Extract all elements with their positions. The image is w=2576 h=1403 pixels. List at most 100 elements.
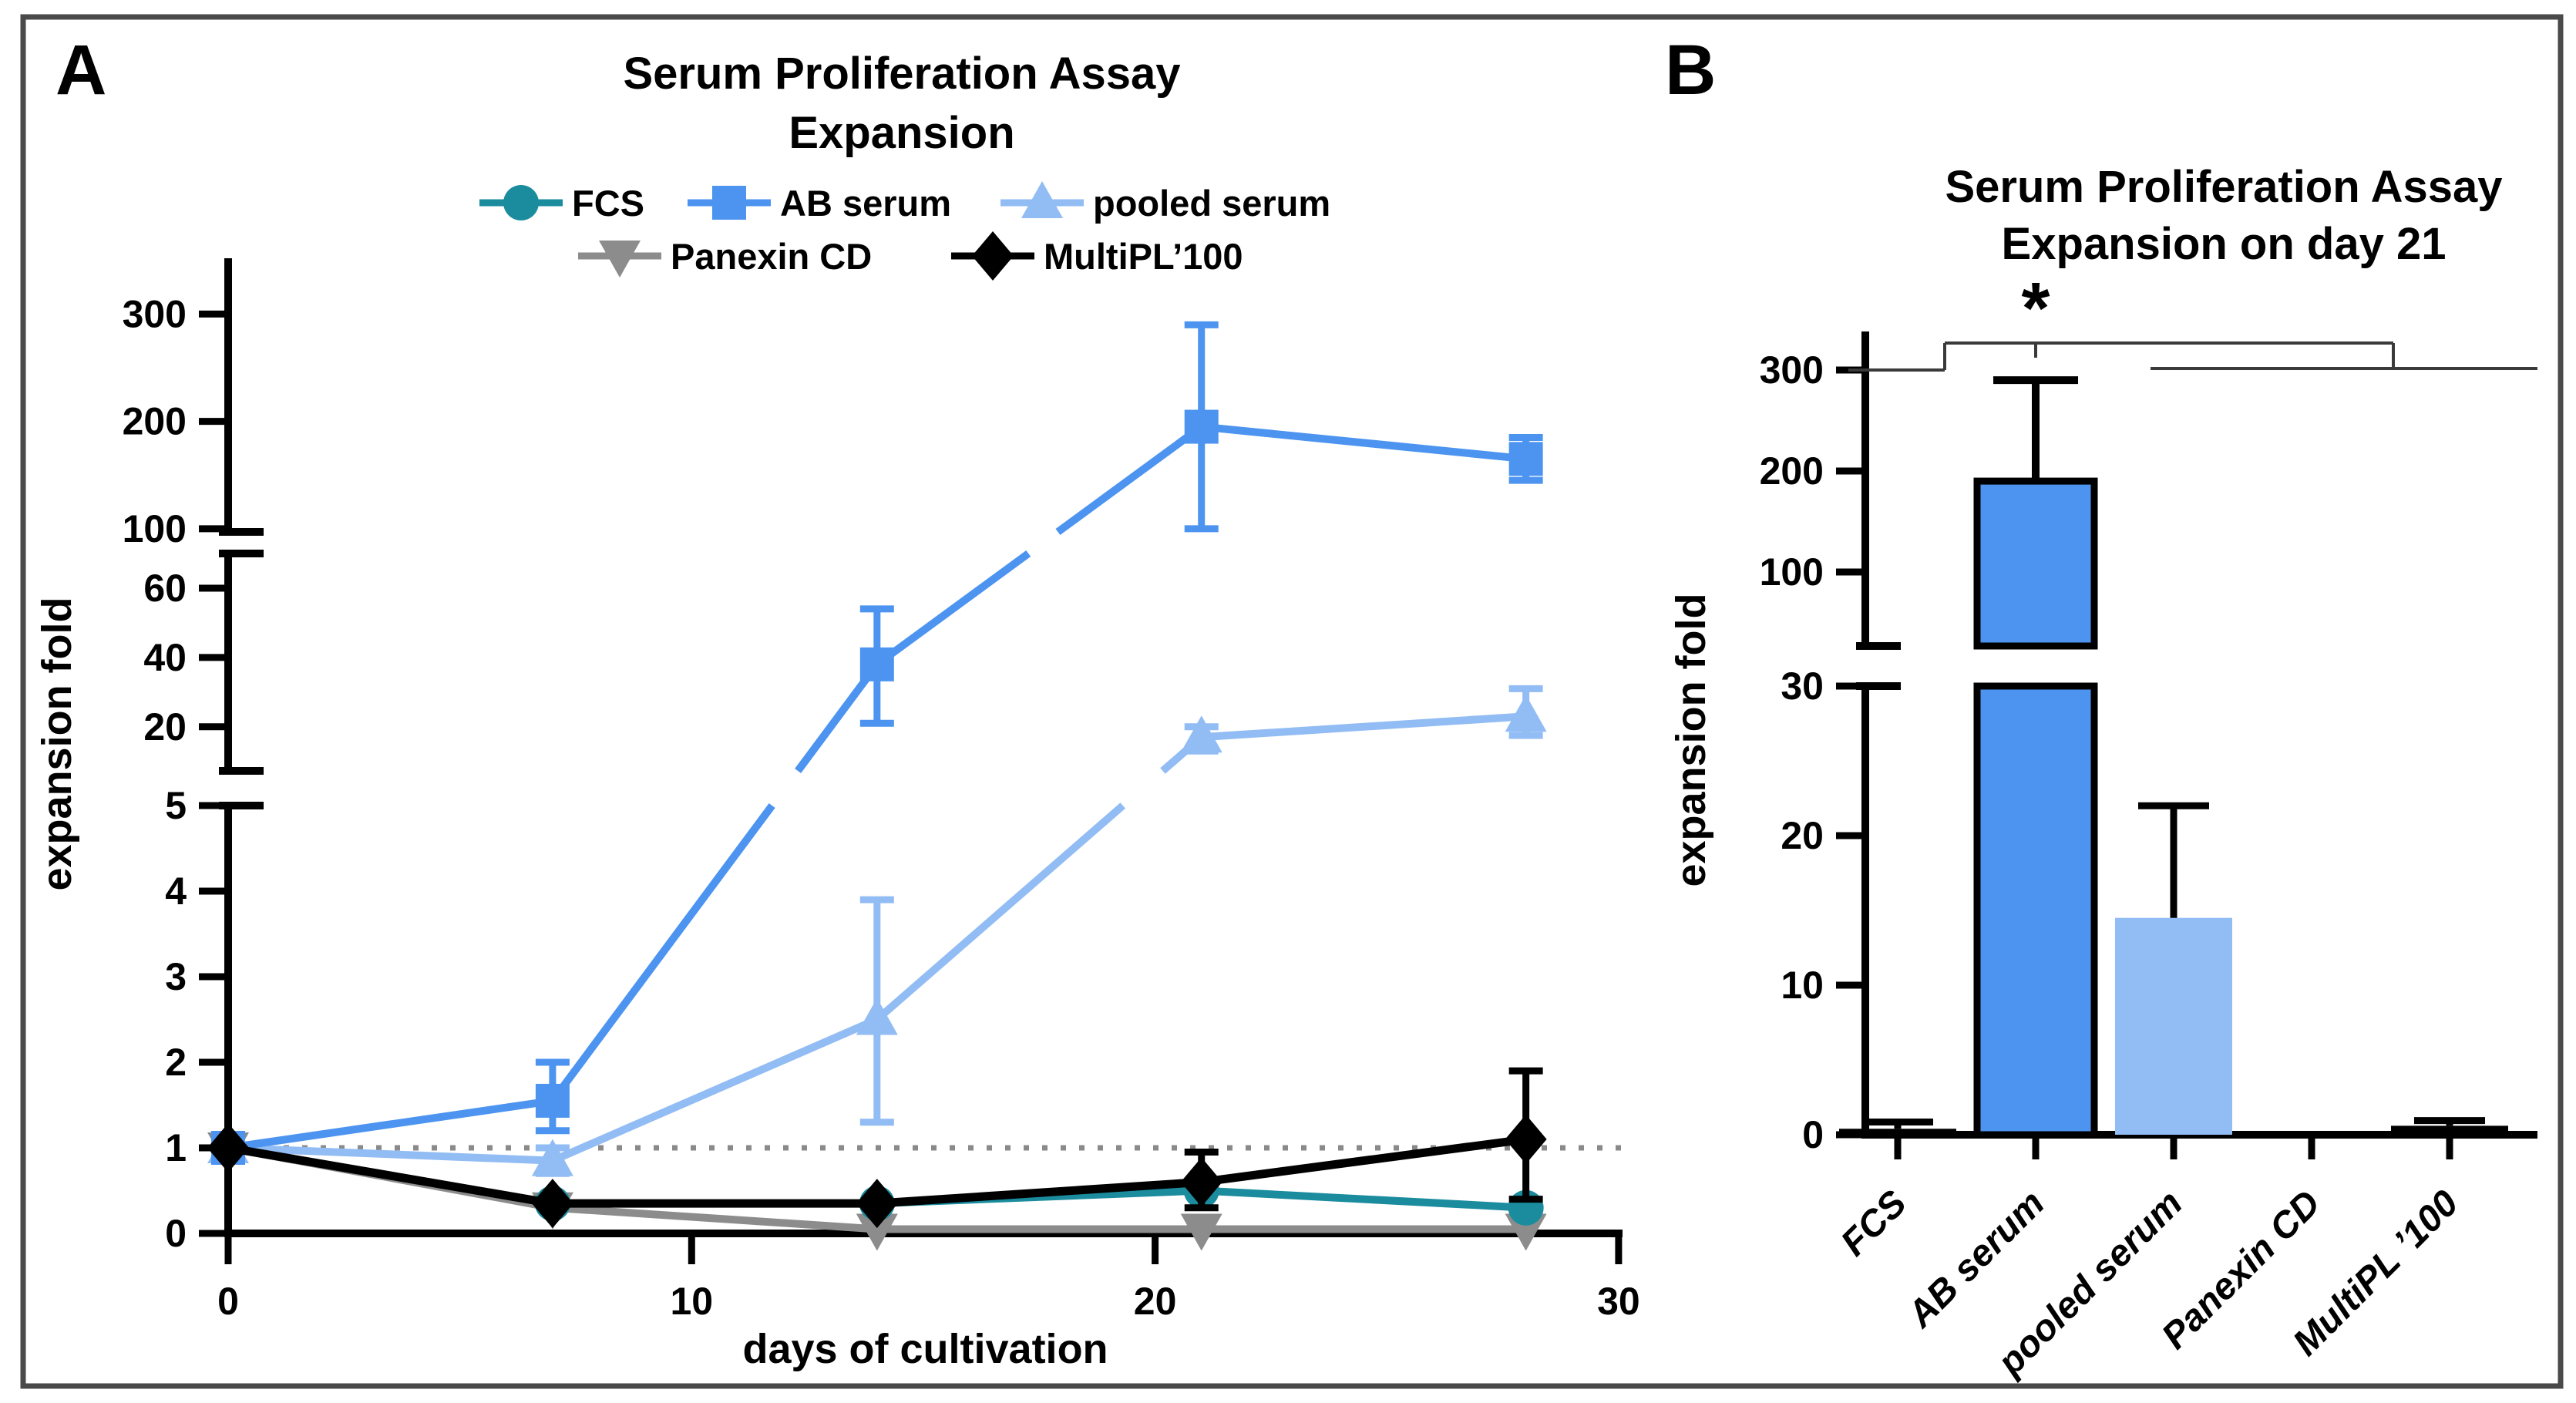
panel-a-y-axis <box>219 258 264 1233</box>
panel-a: Serum Proliferation AssayExpansion012345… <box>34 49 1640 1372</box>
panel-b-y-axis <box>1856 331 1901 1135</box>
marker-triangle-down <box>1505 1213 1547 1251</box>
marker-diamond <box>1505 1114 1547 1164</box>
y-tick-label: 200 <box>123 400 187 443</box>
marker-diamond <box>856 1179 898 1229</box>
bar-lower-part <box>1973 682 2098 1139</box>
y-tick-label: 10 <box>1781 964 1824 1007</box>
legend-item-pooled-serum: pooled serum <box>1000 181 1330 224</box>
marker-triangle-down <box>599 241 641 278</box>
x-tick-label: 10 <box>670 1280 713 1323</box>
series-line <box>549 803 775 1103</box>
marker-square <box>712 186 746 220</box>
panel-b-title-line1: Serum Proliferation Assay <box>1945 162 2502 212</box>
y-tick-label: 3 <box>165 955 187 998</box>
marker-diamond <box>531 1179 573 1229</box>
x-tick-label: 30 <box>1597 1280 1640 1323</box>
series-line <box>1201 1186 1526 1212</box>
panel-a-title-line2: Expansion <box>789 108 1014 158</box>
legend-item-fcs: FCS <box>479 183 644 224</box>
series-line <box>795 661 880 773</box>
marker-diamond <box>972 231 1014 281</box>
y-tick-label: 20 <box>1781 814 1824 857</box>
marker-triangle-up <box>856 998 898 1035</box>
y-tick-label: 60 <box>143 567 187 610</box>
panel-b-letter: B <box>1665 31 1716 109</box>
significance-bracket <box>1848 341 2537 372</box>
marker-square <box>859 647 894 681</box>
series-line <box>1201 1135 1527 1186</box>
panel-b-bar-multipl-100: MultiPL ’100 <box>2285 1117 2508 1364</box>
x-tick-label: 20 <box>1134 1280 1177 1323</box>
x-tick-label: 0 <box>217 1280 239 1323</box>
series-line <box>876 1177 1202 1208</box>
bar <box>1839 1129 1956 1135</box>
marker-triangle-up <box>1180 715 1222 753</box>
marker-triangle-down <box>1180 1213 1222 1251</box>
svg-text:FCS: FCS <box>1833 1183 1914 1263</box>
y-tick-label: 200 <box>1760 449 1824 493</box>
svg-text:expansion fold: expansion fold <box>34 597 80 890</box>
y-tick-label: 5 <box>165 784 187 827</box>
legend-label: pooled serum <box>1093 183 1330 224</box>
panel-a-series-pooled-serum <box>207 685 1547 1177</box>
legend-item-ab-serum: AB serum <box>688 183 951 224</box>
y-tick-label: 1 <box>165 1126 187 1169</box>
figure-frame <box>20 14 2564 1389</box>
marker-square <box>1508 442 1543 476</box>
bar <box>2391 1125 2508 1135</box>
y-tick-label: 0 <box>1802 1113 1824 1156</box>
y-tick-label: 4 <box>165 870 187 913</box>
y-tick-label: 300 <box>1760 348 1824 392</box>
panel-a-letter: A <box>55 31 106 109</box>
marker-triangle-up <box>1021 181 1063 218</box>
error-bar <box>2414 1117 2485 1126</box>
error-bar <box>1993 376 2078 482</box>
series-line <box>1055 423 1204 536</box>
panel-a-x-axis-title: days of cultivation <box>742 1326 1108 1372</box>
series-line <box>1201 712 1526 742</box>
y-tick-label: 20 <box>143 705 187 749</box>
category-label: AB serum <box>1899 1183 2053 1336</box>
panel-b-y-axis-title: expansion fold <box>1668 593 1714 887</box>
y-tick-label: 40 <box>143 636 187 679</box>
marker-square <box>535 1083 570 1118</box>
series-line <box>227 1143 553 1208</box>
svg-text:AB serum: AB serum <box>1899 1183 2053 1336</box>
svg-text:expansion fold: expansion fold <box>1668 593 1714 887</box>
legend-label: Panexin CD <box>671 236 872 277</box>
series-line <box>1201 422 1527 463</box>
panel-a-series-ab-serum <box>211 321 1543 1165</box>
panel-a-y-axis-title: expansion fold <box>34 597 80 890</box>
legend-label: MultiPL’100 <box>1044 236 1243 277</box>
series-line <box>874 802 1126 1023</box>
marker-triangle-up <box>531 1139 573 1176</box>
series-line <box>552 1203 878 1233</box>
legend-label: AB serum <box>780 183 951 224</box>
series-line <box>550 1015 879 1165</box>
error-bar <box>2138 802 2209 918</box>
legend-label: FCS <box>572 183 644 224</box>
y-tick-label: 100 <box>1760 550 1824 594</box>
marker-triangle-down <box>856 1213 898 1251</box>
y-tick-label: 2 <box>165 1041 187 1084</box>
panel-b-bar-fcs: FCS <box>1833 1119 1956 1264</box>
marker-triangle-up <box>1505 695 1547 732</box>
panel-b-title-line2: Expansion on day 21 <box>2002 219 2447 269</box>
marker-diamond <box>207 1123 249 1173</box>
legend-item-multipl-100: MultiPL’100 <box>951 231 1243 281</box>
series-line <box>227 1144 553 1165</box>
marker-square <box>1184 409 1219 444</box>
bar <box>2115 917 2232 1135</box>
category-label: FCS <box>1833 1183 1914 1263</box>
series-line <box>227 1097 553 1152</box>
y-tick-label: 30 <box>1781 664 1824 708</box>
error-bar <box>1862 1119 1933 1129</box>
marker-circle <box>503 185 539 220</box>
y-tick-label: 300 <box>123 292 187 335</box>
marker-diamond <box>1180 1157 1222 1207</box>
panel-a-series-multipl-100 <box>207 1067 1547 1229</box>
